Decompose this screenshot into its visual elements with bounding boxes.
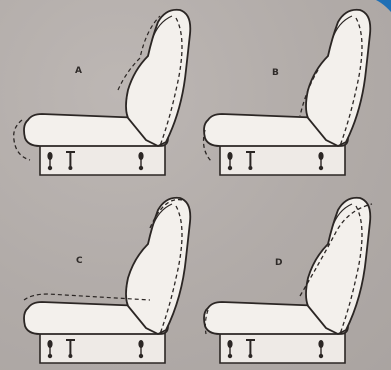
corner-accent [376,0,391,12]
seat-d-drawing [204,198,372,363]
panel-label-c: C [76,256,83,266]
seat-b-drawing [204,10,371,175]
panel-label-a: A [75,66,82,76]
panel-label-b: B [272,68,279,78]
seat-a-drawing [14,10,191,175]
panel-label-d: D [275,258,282,268]
seat-c-drawing [24,198,190,363]
